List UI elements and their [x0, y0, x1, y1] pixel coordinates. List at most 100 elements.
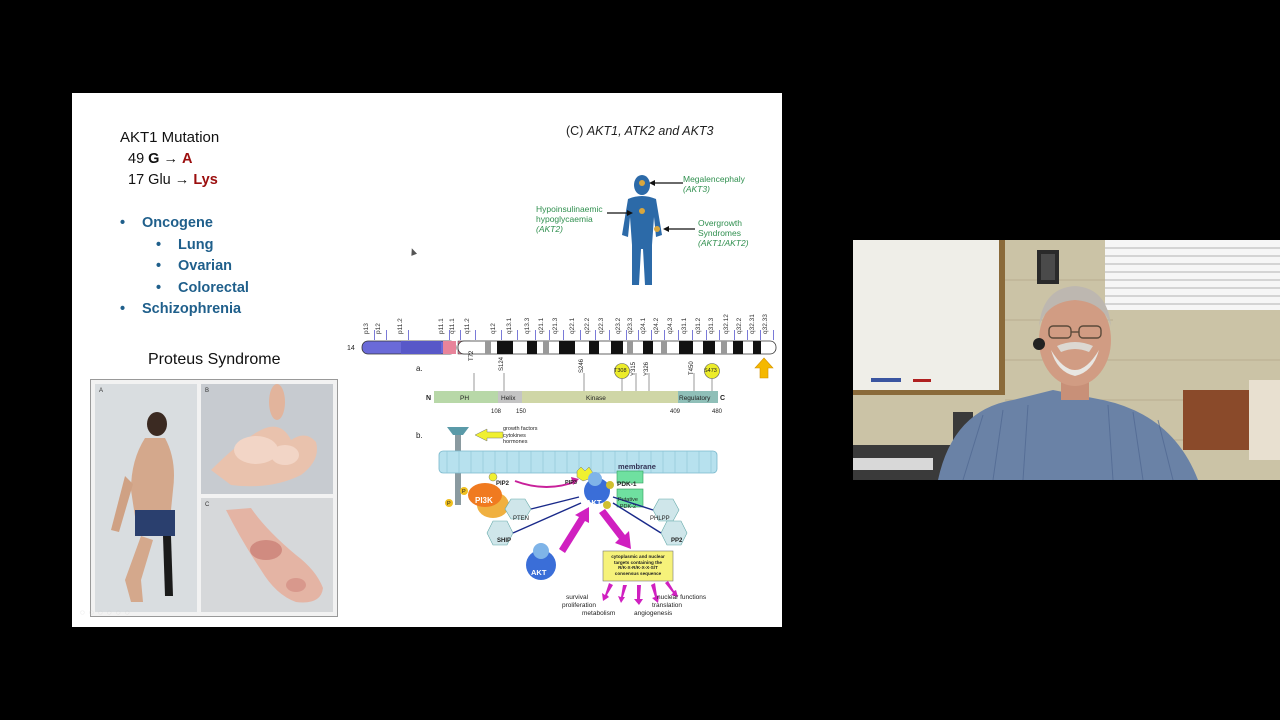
site-s473: S473	[704, 368, 717, 374]
membrane-label: membrane	[618, 462, 656, 471]
mutation-title: AKT1 Mutation	[120, 129, 220, 146]
phospho-p-2: P	[447, 501, 451, 507]
domain-ph: PH	[460, 395, 470, 402]
chromosome-band-tick	[706, 330, 707, 340]
site-s246: S246	[579, 358, 585, 373]
chromosome-band-label: q22.1	[569, 317, 576, 334]
overgrowth-label: Overgrowth Syndromes (AKT1/AKT2)	[698, 218, 749, 248]
domain-kinase: Kinase	[586, 395, 606, 402]
hand-photo	[211, 384, 317, 487]
chromosome-band-tick	[460, 330, 461, 340]
chromosome-band-label: p11.1	[438, 318, 445, 334]
chromosome-band-label: p12	[375, 323, 382, 334]
mutation-line-1: 49 G → A	[128, 151, 193, 167]
chromosome-band-tick	[678, 330, 679, 340]
outcome-survival: survival	[566, 594, 589, 601]
chromosome-band-tick	[549, 330, 550, 340]
pp2-label: PP2	[671, 538, 683, 544]
webcam-scene	[853, 240, 1280, 480]
pip2-label: PIP2	[496, 481, 510, 487]
photo-letter-c: C	[205, 502, 210, 508]
domain-regulatory: Regulatory	[679, 395, 711, 402]
proteus-photo-panel: A B C	[90, 379, 338, 617]
chromosome-band-label: q32.2	[736, 317, 743, 334]
chromosome-band-label: q23.3	[627, 317, 634, 334]
chromosome-band-label: q32.31	[749, 314, 756, 334]
webcam-feed	[853, 240, 1280, 480]
pdk2-label: Putative PDK-2	[618, 497, 638, 510]
chromosome-band-tick	[734, 330, 735, 340]
n-terminus: N	[426, 395, 432, 402]
bullet-oncogene: •Oncogene	[120, 215, 213, 231]
chromosome-band-tick	[692, 330, 693, 340]
site-t308: T308	[614, 368, 627, 374]
chromosome-band-label: q21.3	[552, 317, 559, 334]
chromosome-band-tick	[475, 330, 476, 340]
chromosome-band-label: q24.2	[653, 317, 660, 334]
chromosome-band-tick	[609, 330, 610, 340]
chromosome-band-tick	[626, 330, 627, 340]
chromosome-band-label: q32.12	[723, 314, 730, 334]
chromosome-band-label: q24.3	[667, 317, 674, 334]
akt-pathway-diagram	[438, 427, 718, 605]
chromosome-band-tick	[501, 330, 502, 340]
site-t450: T450	[689, 361, 695, 375]
chromosome-band-label: q24.1	[640, 317, 647, 334]
chromosome-band-tick	[580, 330, 581, 340]
site-y315: Y315	[631, 361, 637, 376]
site-s124: S124	[499, 356, 505, 371]
chromosome-band-tick	[747, 330, 748, 340]
pos-409: 409	[670, 409, 681, 415]
chromosome-band-label: q21.1	[538, 317, 545, 334]
outcome-metabolism: metabolism	[582, 610, 616, 617]
megalencephaly-label: Megalencephaly (AKT3)	[683, 174, 745, 194]
chromosome-band-tick	[773, 330, 774, 340]
chromosome-band-label: q23.2	[615, 317, 622, 334]
chromosome-band-label: q31.2	[695, 317, 702, 334]
akt-cytosol-label: AKT	[531, 568, 547, 577]
chromosome-band-label: q31.3	[708, 317, 715, 334]
pos-108: 108	[491, 409, 502, 415]
akt-membrane-label: AKT	[586, 498, 602, 507]
chromosome-band-tick	[408, 330, 409, 340]
chromosome-band-tick	[638, 330, 639, 340]
human-body-figure	[622, 175, 662, 285]
chromosome-band-tick	[595, 330, 596, 340]
chromosome-band-label: q12	[490, 323, 497, 334]
pip3-label: PIP3	[565, 480, 577, 486]
chromosome-band-tick	[563, 330, 564, 340]
chromosome-band-tick	[386, 330, 387, 340]
outcome-translation: translation	[652, 602, 682, 609]
chromosome-band-tick	[374, 330, 375, 340]
site-y326: Y326	[644, 361, 650, 376]
chromosome-band-label: q22.3	[598, 317, 605, 334]
chromosome-band-tick	[664, 330, 665, 340]
chromosome-band-tick	[719, 330, 720, 340]
panel-a-label: a.	[416, 364, 423, 373]
akt-domain-map	[434, 363, 720, 403]
photo-letter-a: A	[99, 388, 103, 394]
chromosome-band-label: q13.3	[524, 317, 531, 334]
pi3k-label: PI3K	[475, 496, 493, 505]
foot-photo	[226, 508, 323, 603]
chromosome-band-label: p13	[363, 323, 370, 334]
c-terminus: C	[720, 395, 726, 402]
chromosome-ideogram	[361, 340, 777, 355]
cancer-bullet-list: •Oncogene •Lung •Ovarian •Colorectal •Sc…	[120, 213, 249, 321]
phospho-p-1: P	[462, 489, 466, 495]
chromosome-band-tick	[651, 330, 652, 340]
chromosome-band-tick	[535, 330, 536, 340]
chromosome-band-tick	[517, 330, 518, 340]
bullet-colorectal: •Colorectal	[156, 279, 249, 296]
chromosome-band-tick	[449, 330, 450, 340]
photo-letter-b: B	[205, 388, 209, 394]
pos-480: 480	[712, 409, 723, 415]
bullet-lung: •Lung	[156, 236, 214, 253]
targets-box-text: cytoplasmic and nuclear targets containi…	[611, 554, 665, 576]
chromosome-band-label: q31.1	[681, 317, 688, 334]
chromosome-band-label: q11.2	[464, 318, 471, 334]
mutation-line-2: 17 Glu → Lys	[128, 172, 218, 188]
panel-b-label: b.	[416, 431, 423, 440]
chromosome-band-label: q13.1	[506, 317, 513, 334]
domain-helix: Helix	[501, 395, 516, 402]
